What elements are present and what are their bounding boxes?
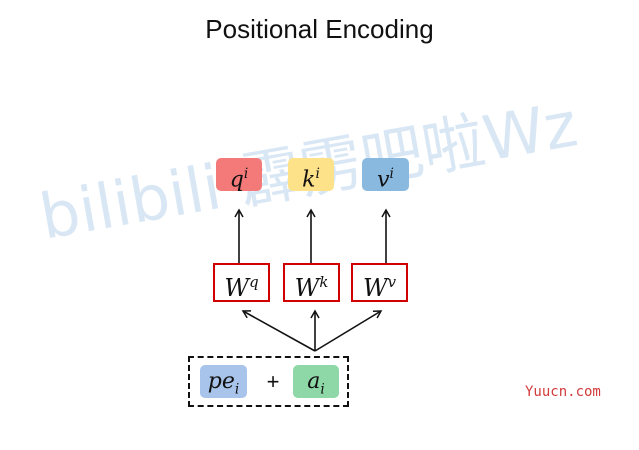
- pe-input-box: pei: [200, 365, 247, 398]
- arrow-in-to-wq: [241, 310, 316, 352]
- diagram-title: Positional Encoding: [205, 14, 434, 44]
- wq-matrix-box: Wq: [213, 263, 270, 302]
- wk-superscript: k: [319, 273, 329, 291]
- pe-subscript: i: [234, 381, 240, 398]
- plus-sign: +: [266, 369, 280, 394]
- wv-superscript: v: [387, 273, 397, 291]
- wv-matrix-box: Wv: [351, 263, 408, 302]
- site-watermark: Yuucn.com: [525, 384, 601, 400]
- v-output-box: vi: [362, 158, 409, 193]
- q-label: q: [229, 167, 244, 193]
- arrow-in-to-wv: [314, 310, 383, 352]
- v-label: v: [377, 167, 390, 193]
- a-subscript: i: [320, 381, 325, 398]
- wq-superscript: q: [249, 273, 259, 291]
- k-output-box: ki: [288, 158, 334, 193]
- pe-label: pe: [207, 369, 235, 394]
- wq-label: W: [224, 274, 250, 302]
- q-output-box: qi: [216, 158, 262, 193]
- a-label: a: [307, 369, 321, 394]
- q-superscript: i: [243, 166, 249, 182]
- k-superscript: i: [315, 166, 320, 182]
- wv-label: W: [362, 274, 388, 302]
- v-superscript: i: [389, 166, 394, 182]
- input-sum-group: [188, 356, 349, 407]
- wk-matrix-box: Wk: [283, 263, 340, 302]
- k-label: k: [302, 167, 316, 193]
- a-input-box: ai: [293, 365, 339, 398]
- wk-label: W: [294, 274, 320, 302]
